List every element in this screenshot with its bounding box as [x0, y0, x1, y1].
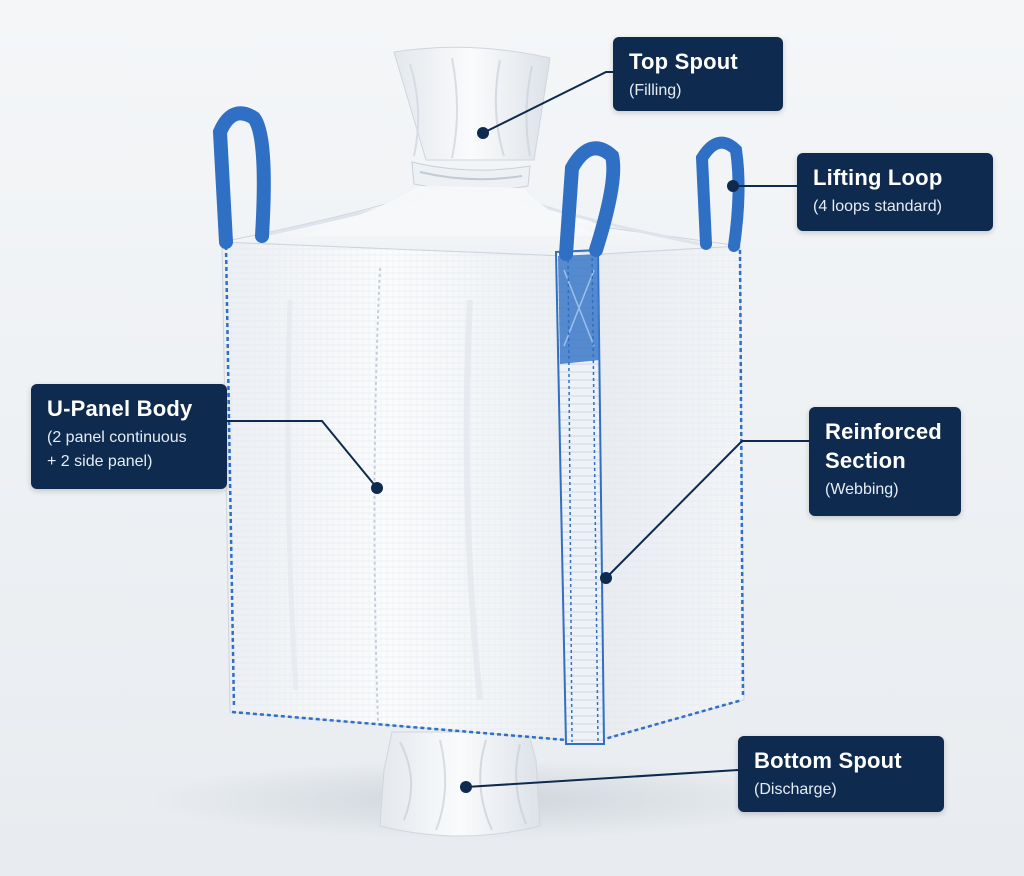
callout-u-panel-body: U-Panel Body (2 panel continuous + 2 sid… [31, 384, 227, 489]
callout-title-line-2: Section [825, 448, 906, 473]
front-panel [221, 241, 593, 743]
reinforced-webbing [554, 248, 606, 745]
leader-reinforced [605, 440, 809, 579]
callout-bottom-spout: Bottom Spout (Discharge) [738, 736, 944, 812]
callout-reinforced-section: Reinforced Section (Webbing) [809, 407, 961, 516]
callout-subtitle: (Discharge) [754, 781, 837, 798]
lifting-loop-front-right [559, 141, 621, 261]
callout-top-spout: Top Spout (Filling) [613, 37, 783, 111]
callout-subtitle: (Filling) [629, 82, 682, 99]
lifting-loops [212, 106, 745, 261]
lifting-loop-front-left [212, 106, 271, 249]
dot-top-spout [477, 127, 489, 139]
callout-subtitle-line-1: (2 panel continuous [47, 429, 187, 446]
top-spout [300, 46, 600, 236]
callout-subtitle: (Webbing) [825, 481, 899, 498]
dot-bottom-spout [460, 781, 472, 793]
leader-bottom-spout [465, 769, 739, 788]
leader-u-panel [227, 420, 378, 489]
callout-lifting-loop: Lifting Loop (4 loops standard) [797, 153, 993, 231]
callout-title: Lifting Loop [813, 165, 943, 190]
dot-lifting-loop [727, 180, 739, 192]
callout-title: U-Panel Body [47, 396, 193, 421]
leader-dots [371, 127, 739, 793]
side-panel-right [565, 245, 745, 743]
blue-seam-stitching [224, 245, 745, 744]
dot-reinforced [600, 572, 612, 584]
callout-title-line-1: Reinforced [825, 419, 942, 444]
leader-top-spout [482, 71, 613, 134]
callout-title: Bottom Spout [754, 748, 902, 773]
callout-subtitle-line-2: + 2 side panel) [47, 453, 153, 470]
dot-u-panel [371, 482, 383, 494]
callout-subtitle: (4 loops standard) [813, 198, 942, 215]
lifting-loop-back-right [695, 136, 745, 252]
leader-lines [227, 71, 809, 788]
callout-title: Top Spout [629, 49, 738, 74]
